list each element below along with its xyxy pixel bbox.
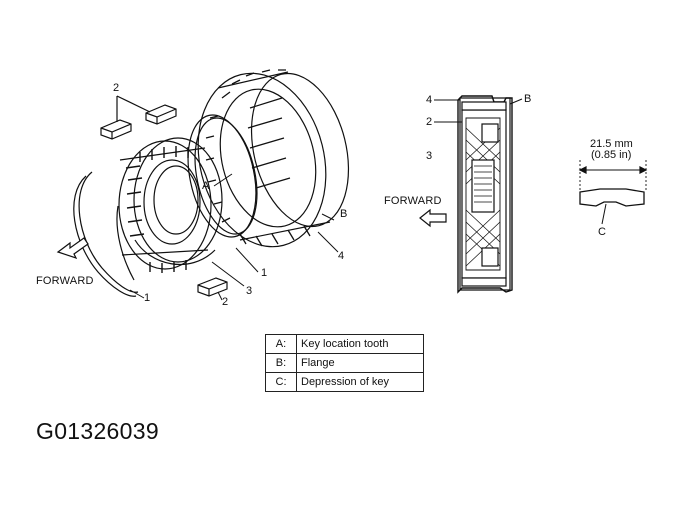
label-flange-right: B [524,93,532,105]
leader-lines-right [434,98,523,123]
label-hub-right: 3 [426,150,433,162]
dimension-in: (0.85 in) [591,149,632,161]
label-key-location-tooth: A [202,180,210,192]
label-key-right: 2 [426,116,433,128]
forward-arrow-right [419,208,447,228]
figure-code: G01326039 [36,418,159,444]
legend-text: Flange [296,353,424,373]
legend-row: A: Key location tooth [265,334,424,354]
dimension-mm: 21.5 mm [590,138,633,150]
key-detail [578,160,648,225]
label-depression-of-key: C [598,226,606,238]
legend-key: A: [265,334,297,354]
label-sleeve-right: 4 [426,94,433,106]
legend-row: B: Flange [265,353,424,373]
label-synchronizer-hub: 3 [246,285,253,297]
label-key-bottom: 2 [222,296,229,308]
snap-ring-left [73,171,139,297]
legend-table: A: Key location tooth B: Flange C: Depre… [265,334,424,392]
label-synchronizer-ring-right: 1 [261,267,268,279]
label-snap-ring-left: 1 [144,292,151,304]
shifting-key-bottom [197,277,228,297]
shifting-keys-top [100,104,177,140]
legend-row: C: Depression of key [265,372,424,392]
forward-arrow-left [56,237,89,260]
forward-label-right: FORWARD [384,195,442,207]
forward-label-left: FORWARD [36,275,94,287]
label-sleeve-left: 4 [338,250,345,262]
label-flange-left: B [340,208,348,220]
synchronizer-sleeve [197,69,350,248]
legend-key: C: [265,372,297,392]
leader-lines-left [129,173,339,301]
label-key-top: 2 [113,82,120,94]
leader-key-top [116,95,151,122]
legend-text: Depression of key [296,372,424,392]
legend-text: Key location tooth [296,334,424,354]
cross-section-view [457,95,513,294]
synchronizer-hub [118,137,223,273]
legend-key: B: [265,353,297,373]
